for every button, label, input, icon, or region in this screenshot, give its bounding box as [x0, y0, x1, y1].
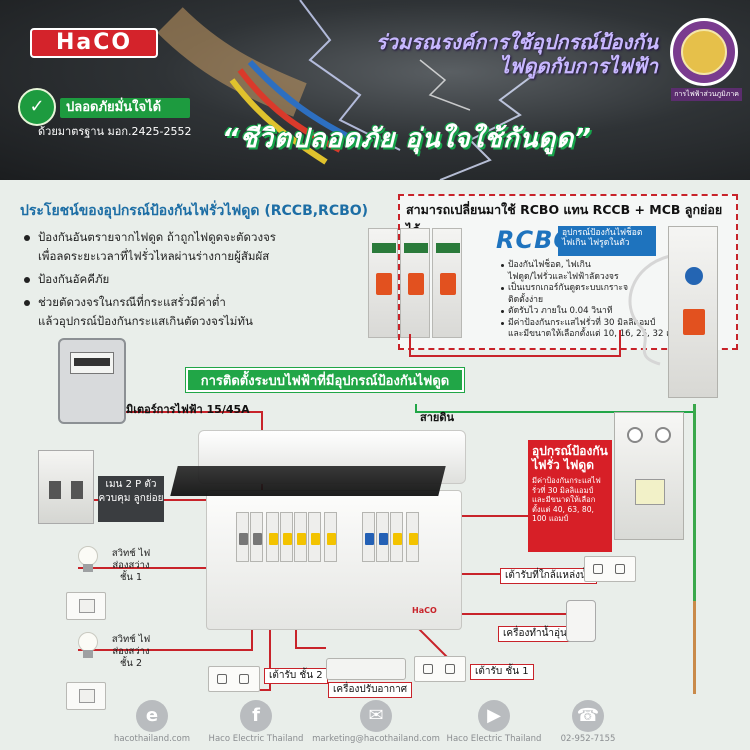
website-icon: e	[136, 700, 168, 732]
main-breaker-image	[38, 450, 94, 524]
rcd-device-image	[614, 412, 684, 540]
benefit-text: แล้วอุปกรณ์ป้องกันกระแสเกินตัดวงจรไม่ทัน	[38, 314, 253, 328]
rcd-description: มีค่าป้องกันกระแสไฟรั่วที่ 30 มิลลิแอมป์…	[532, 476, 601, 523]
benefit-text: เพื่อลดระยะเวลาที่ไฟรั่วไหลผ่านร่างกายผู…	[38, 249, 270, 263]
consumer-unit-cover	[170, 466, 446, 496]
rcbo-feature: และมีขนาดให้เลือกตั้งแต่ 10, 16, 25, 32 …	[508, 329, 688, 339]
bullet-icon	[24, 277, 30, 283]
seal-caption: การไฟฟ้าส่วนภูมิภาค	[671, 88, 742, 101]
email-icon: ✉	[360, 700, 392, 732]
footer-phone[interactable]: ☎ 02-952-7155	[518, 700, 658, 744]
electric-meter-image	[58, 338, 126, 424]
bullet-icon	[24, 300, 30, 306]
facebook-icon: f	[240, 700, 272, 732]
benefit-item: ป้องกันอัคคีภัย	[20, 270, 390, 289]
safe-standard: ด้วยมาตรฐาน มอก.2425-2552	[38, 125, 192, 138]
rcbo-feature: ติดตั้งง่าย	[508, 294, 543, 305]
header-banner: HaCO ✓ ปลอดภัยมั่นใจได้ ด้วยมาตรฐาน มอก.…	[0, 0, 750, 180]
benefits-title: ประโยชน์ของอุปกรณ์ป้องกันไฟรั่วไฟดูด (RC…	[20, 203, 369, 219]
ground-label: สายดิน	[420, 411, 454, 424]
benefit-item: แล้วอุปกรณ์ป้องกันกระแสเกินตัดวงจรไม่ทัน	[20, 312, 390, 331]
campaign-heading: ร่วมรณรงค์การใช้อุปกรณ์ป้องกัน ไฟดูดกับก…	[376, 30, 658, 78]
benefits-section: ประโยชน์ของอุปกรณ์ป้องกันไฟรั่วไฟดูด (RC…	[20, 200, 390, 331]
light-switch-floor1	[66, 592, 106, 620]
benefit-text: ช่วยตัดวงจรในกรณีที่กระแสรั่วมีค่าต่ำ	[38, 295, 226, 309]
pea-seal-icon	[670, 18, 738, 86]
safe-title: ปลอดภัยมั่นใจได้	[60, 98, 190, 118]
air-conditioner-image	[326, 658, 406, 680]
outlet-floor2	[208, 666, 260, 692]
footer-youtube[interactable]: ▶ Haco Electric Thailand	[424, 700, 564, 744]
benefit-item: ป้องกันอันตรายจากไฟดูด ถ้าถูกไฟดูดจะตัดว…	[20, 228, 390, 247]
water-heater-label: เครื่องทำน้ำอุ่น	[498, 626, 572, 642]
rcbo-feature: ป้องกันไฟช็อต, ไฟเกิน	[500, 260, 696, 272]
footer-email-text: marketing@hacothailand.com	[312, 734, 440, 744]
benefit-item: เพื่อลดระยะเวลาที่ไฟรั่วไหลผ่านร่างกายผู…	[20, 247, 390, 266]
benefit-text: ป้องกันอัคคีภัย	[38, 272, 110, 286]
outlet-kitchen-label: เต้ารับที่ใกล้แหล่งน้ำ	[500, 568, 598, 584]
outlet-floor1-label: เต้ารับ ชั้น 1	[470, 664, 534, 680]
safety-badge: ✓ ปลอดภัยมั่นใจได้ ด้วยมาตรฐาน มอก.2425-…	[18, 88, 191, 150]
water-heater-image	[566, 600, 596, 642]
haco-logo: HaCO	[30, 28, 158, 58]
campaign-line-1: ร่วมรณรงค์การใช้อุปกรณ์ป้องกัน	[375, 30, 658, 54]
youtube-icon: ▶	[478, 700, 510, 732]
light-switch-floor2	[66, 682, 106, 710]
outlet-floor2-label: เต้ารับ ชั้น 2	[264, 668, 328, 684]
footer-phone-text: 02-952-7155	[560, 734, 616, 744]
phone-icon: ☎	[572, 700, 604, 732]
benefit-text: ป้องกันอันตรายจากไฟดูด ถ้าถูกไฟดูดจะตัดว…	[38, 230, 276, 244]
rcbo-feature: ไฟดูด/ไฟรั่วและไฟฟ้าลัดวงจร	[508, 271, 619, 282]
rcbo-feature: เป็นเบรกเกอร์กันดูดระบบเกราะจ	[500, 283, 696, 295]
outlet-floor1	[414, 656, 466, 682]
rccb-mcb-set-image	[368, 228, 464, 338]
footer-facebook-text: Haco Electric Thailand	[208, 734, 304, 744]
lightning-illustration	[157, 0, 541, 180]
footer-facebook[interactable]: f Haco Electric Thailand	[186, 700, 326, 744]
install-section-title: การติดตั้งระบบไฟฟ้าที่มีอุปกรณ์ป้องกันไฟ…	[186, 368, 464, 392]
panel-brand: HaCO	[412, 606, 437, 615]
standard-mark-icon: ✓	[18, 88, 56, 126]
light-bulb-icon	[78, 546, 98, 572]
light-bulb-icon	[78, 632, 98, 658]
aircon-label: เครื่องปรับอากาศ	[328, 682, 413, 698]
footer: e hacothailand.com f Haco Electric Thail…	[0, 700, 750, 750]
rcbo-feature-list: ป้องกันไฟช็อต, ไฟเกิน ไฟดูด/ไฟรั่วและไฟฟ…	[500, 260, 696, 341]
footer-youtube-text: Haco Electric Thailand	[446, 734, 542, 744]
ground-rod	[693, 404, 696, 694]
rcbo-wire-illustration	[628, 254, 671, 366]
benefit-item: ช่วยตัดวงจรในกรณีที่กระแสรั่วมีค่าต่ำ	[20, 293, 390, 312]
meter-label: มิเตอร์การไฟฟ้า 15/45A	[126, 403, 250, 416]
outlet-near-water	[584, 556, 636, 582]
footer-website[interactable]: e hacothailand.com	[82, 700, 222, 744]
rcd-callout: อุปกรณ์ป้องกัน ไฟรั่ว ไฟดูด มีค่าป้องกัน…	[528, 440, 612, 552]
rcbo-feature: มีค่าป้องกันกระแสไฟรั่วที่ 30 มิลลิแอมป์	[500, 318, 696, 330]
rcbo-tag: อุปกรณ์ป้องกันไฟช็อต ไฟเกิน ไฟรูดในตัว	[558, 226, 656, 256]
footer-email[interactable]: ✉ marketing@hacothailand.com	[306, 700, 446, 744]
main-breaker-label: เมน 2 P ตัวควบคุม ลูกย่อย	[98, 476, 164, 522]
switch-floor1-label: สวิทช์ ไฟส่องสว่าง ชั้น 1	[111, 548, 151, 583]
campaign-line-2: ไฟดูดกับการไฟฟ้า	[499, 54, 658, 78]
rcd-title: อุปกรณ์ป้องกัน ไฟรั่ว ไฟดูด	[532, 444, 608, 472]
slogan: “ชีวิตปลอดภัย อุ่นใจใช้กันดูด”	[222, 124, 592, 154]
bullet-icon	[24, 235, 30, 241]
rcbo-device-image	[668, 226, 718, 398]
switch-floor2-label: สวิทช์ ไฟส่องสว่าง ชั้น 2	[111, 634, 151, 669]
rcbo-feature: ตัดรับไว ภายใน 0.04 วินาที	[500, 306, 696, 318]
footer-website-text: hacothailand.com	[114, 734, 190, 744]
